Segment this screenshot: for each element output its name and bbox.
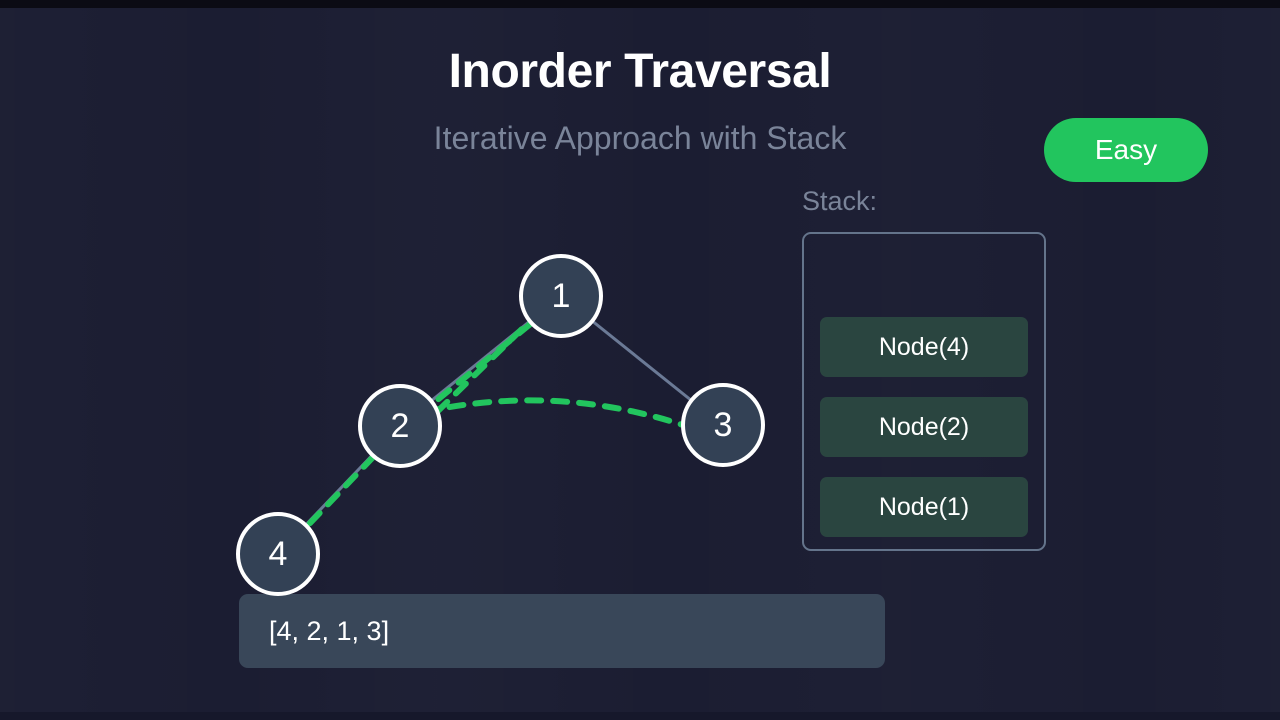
tree-node-3[interactable]: 3 xyxy=(681,383,765,467)
tree-edges xyxy=(276,294,723,556)
tree-node-1-label: 1 xyxy=(551,276,571,315)
output-panel: [4, 2, 1, 3] xyxy=(239,594,885,668)
stack-container: Node(4) Node(2) Node(1) xyxy=(802,232,1046,551)
stack-item[interactable]: Node(2) xyxy=(820,397,1028,457)
tree-node-1[interactable]: 1 xyxy=(519,254,603,338)
traversal-segment-curve-3 xyxy=(421,397,717,439)
tree-node-4[interactable]: 4 xyxy=(236,512,320,596)
tree-node-2[interactable]: 2 xyxy=(358,384,442,468)
stack-item-label: Node(1) xyxy=(878,492,970,521)
letterbox-top xyxy=(0,0,1280,8)
output-value: [4, 2, 1, 3] xyxy=(269,615,390,646)
stack-label: Stack: xyxy=(802,186,878,216)
stack-item-label: Node(2) xyxy=(878,412,970,441)
difficulty-badge[interactable]: Easy xyxy=(1044,118,1208,182)
letterbox-bottom xyxy=(0,712,1280,720)
stack-item-label: Node(4) xyxy=(878,332,970,361)
traversal-path xyxy=(289,283,717,545)
tree-node-3-label: 3 xyxy=(713,405,733,444)
page-subtitle: Iterative Approach with Stack xyxy=(433,120,847,156)
stack-item[interactable]: Node(4) xyxy=(820,317,1028,377)
tree-node-4-label: 4 xyxy=(268,534,288,573)
page-title: Inorder Traversal xyxy=(448,45,832,98)
visualization-stage: Inorder Traversal Iterative Approach wit… xyxy=(0,8,1280,712)
tree-node-2-label: 2 xyxy=(390,406,410,445)
stack-item[interactable]: Node(1) xyxy=(820,477,1028,537)
